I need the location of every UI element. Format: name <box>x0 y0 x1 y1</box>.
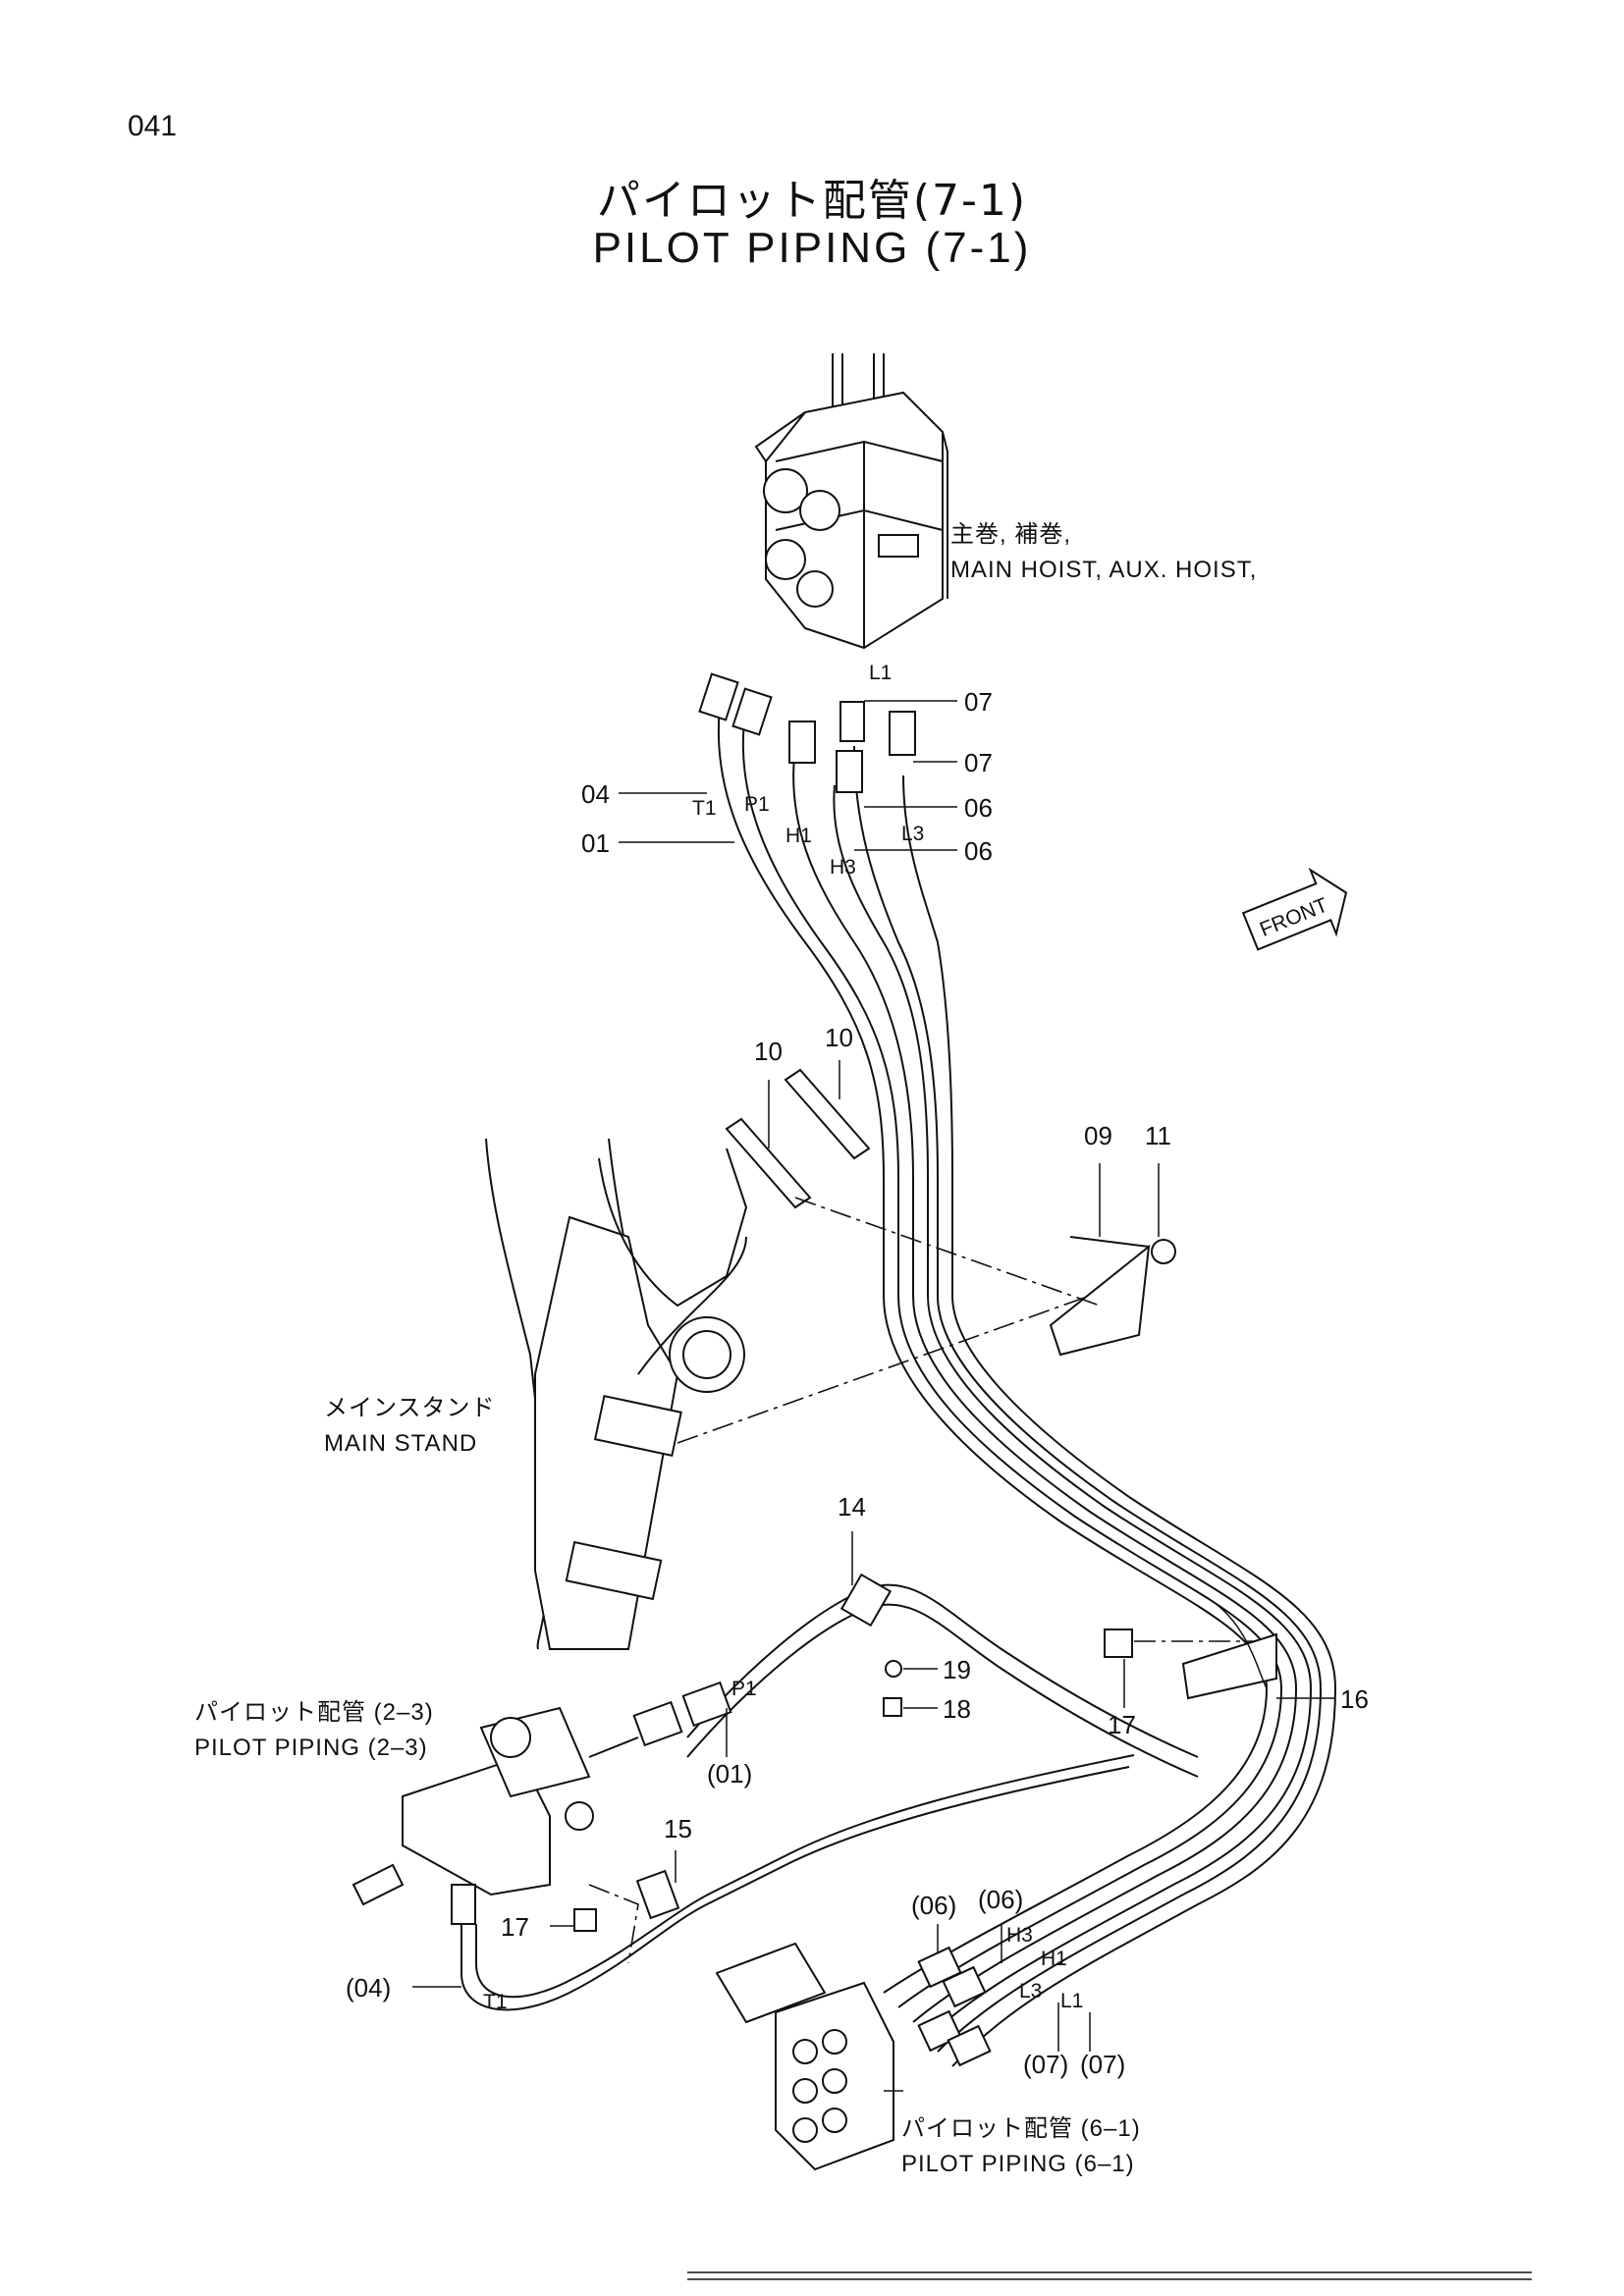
callout-15: 15 <box>664 1814 692 1843</box>
bracket-09 <box>1049 1236 1151 1357</box>
main-hoist-label-en: MAIN HOIST, AUX. HOIST, <box>950 557 1257 583</box>
callout-06-ref-right: (06) <box>978 1885 1023 1914</box>
front-arrow: FRONT <box>1241 867 1348 951</box>
main-stand <box>485 1138 748 1650</box>
callout-06-ref-left: (06) <box>911 1891 956 1920</box>
port-label-l1-lower: L1 <box>1060 1990 1083 2012</box>
callout-01: 01 <box>581 828 610 858</box>
hose-04 <box>460 1766 1130 2011</box>
pilot-valve-2-3 <box>352 1681 732 1925</box>
callout-07-lower: 07 <box>964 748 993 777</box>
port-label-h1-lower: H1 <box>1041 1948 1067 1970</box>
assembly-line <box>588 1884 639 1964</box>
callout-01-ref: (01) <box>707 1759 752 1789</box>
page-number: 041 <box>128 110 178 142</box>
callout-04: 04 <box>581 779 610 809</box>
callout-18: 18 <box>943 1694 971 1724</box>
bolt-17-lower <box>573 1908 597 1932</box>
callout-11: 11 <box>1145 1121 1171 1150</box>
band-clamp-16 <box>1181 1632 1277 1700</box>
port-label-l1: L1 <box>869 662 892 684</box>
port-label-h1: H1 <box>785 825 812 847</box>
hose-04 <box>475 1754 1135 1999</box>
spacers <box>725 1068 871 1209</box>
port-label-p1-lower: P1 <box>731 1678 757 1700</box>
port-label-t1-lower: T1 <box>483 1991 508 2013</box>
clamp-15 <box>635 1869 680 1920</box>
callout-04-ref: (04) <box>346 1973 391 2002</box>
callout-10-right: 10 <box>825 1023 853 1052</box>
callout-07-upper: 07 <box>964 687 993 717</box>
assembly-line <box>677 1295 1091 1444</box>
control-valve-main-hoist <box>754 353 948 650</box>
port-label-l3-lower: L3 <box>1019 1980 1042 2002</box>
port-label-l3: L3 <box>901 823 924 845</box>
callout-09: 09 <box>1084 1121 1112 1150</box>
clamp-14 <box>686 1573 1199 1778</box>
port-label-p1: P1 <box>744 793 770 816</box>
callout-06-upper: 06 <box>964 793 993 823</box>
pilot-piping-2-3-label-en: PILOT PIPING (2–3) <box>194 1735 428 1761</box>
assembly-line <box>794 1197 1101 1307</box>
bolt-17 <box>1104 1629 1133 1658</box>
callout-14: 14 <box>838 1492 866 1522</box>
callout-19: 19 <box>943 1655 971 1684</box>
top-hose-fittings <box>698 672 916 793</box>
pilot-hose-bundle <box>717 691 1336 2067</box>
pilot-piping-6-1-label-jp: パイロット配管 (6–1) <box>901 2115 1141 2142</box>
callout-07-ref-right: (07) <box>1080 2050 1125 2079</box>
callout-07-ref-left: (07) <box>1023 2050 1068 2079</box>
callout-06-lower: 06 <box>964 836 993 866</box>
callout-10-left: 10 <box>754 1037 783 1066</box>
port-label-t1: T1 <box>692 797 717 820</box>
main-hoist-label-jp: 主巻, 補巻, <box>950 521 1071 548</box>
main-stand-label-jp: メインスタンド <box>324 1395 496 1421</box>
bolt-18 <box>883 1697 902 1717</box>
page-title-japanese: パイロット配管(7-1) <box>596 176 1028 226</box>
callout-17-upper: 17 <box>1108 1710 1136 1739</box>
port-label-h3-lower: H3 <box>1006 1924 1033 1947</box>
pilot-piping-2-3-label-jp: パイロット配管 (2–3) <box>194 1699 434 1726</box>
bolt-11 <box>1151 1239 1176 1264</box>
pilot-valve-6-1 <box>715 1942 992 2171</box>
pilot-piping-6-1-label-en: PILOT PIPING (6–1) <box>901 2151 1135 2177</box>
callout-16: 16 <box>1340 1684 1369 1714</box>
leader-lines <box>412 700 1335 2092</box>
page-title-english: PILOT PIPING (7-1) <box>592 224 1032 272</box>
main-stand-label-en: MAIN STAND <box>324 1430 477 1457</box>
callout-17-lower: 17 <box>501 1912 529 1942</box>
port-label-h3: H3 <box>830 856 856 879</box>
washer-19 <box>885 1660 902 1678</box>
